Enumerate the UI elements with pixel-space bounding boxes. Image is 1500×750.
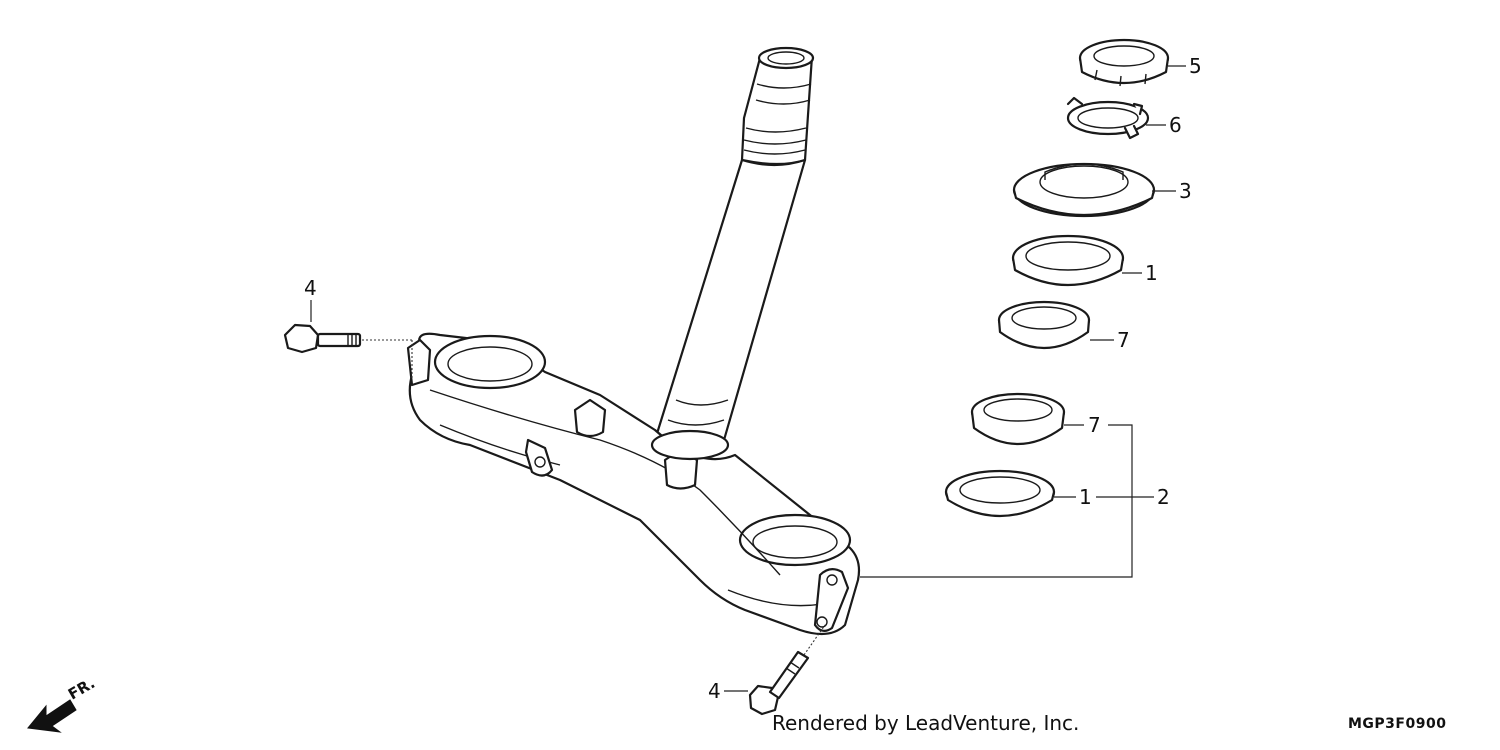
leader-lines bbox=[310, 65, 1186, 692]
callout-7-upper: 7 bbox=[1117, 328, 1130, 352]
ball-bearing-upper[interactable] bbox=[997, 300, 1091, 349]
front-direction-arrow: FR. bbox=[27, 674, 98, 733]
bottom-bridge[interactable] bbox=[406, 332, 861, 636]
callout-3: 3 bbox=[1179, 179, 1192, 203]
pinch-bolt-upper[interactable] bbox=[283, 323, 413, 380]
bearing-race-lower[interactable] bbox=[944, 469, 1056, 517]
dust-seal[interactable] bbox=[1012, 162, 1156, 218]
callout-2: 2 bbox=[1157, 485, 1170, 509]
pinch-bolt-lower[interactable] bbox=[748, 624, 826, 716]
callout-6: 6 bbox=[1169, 113, 1182, 137]
diagram-code: MGP3F0900 bbox=[1348, 716, 1447, 732]
credit-text: Rendered by LeadVenture, Inc. bbox=[772, 711, 1080, 735]
callout-1-lower: 1 bbox=[1079, 485, 1092, 509]
steering-stem[interactable] bbox=[653, 46, 815, 448]
callout-5: 5 bbox=[1189, 54, 1202, 78]
lock-washer[interactable] bbox=[1066, 96, 1150, 140]
callout-4-lower: 4 bbox=[708, 679, 721, 703]
callout-7-lower: 7 bbox=[1088, 413, 1101, 437]
callout-4-upper: 4 bbox=[304, 276, 317, 300]
ball-bearing-lower[interactable] bbox=[970, 392, 1066, 445]
callout-1-upper: 1 bbox=[1145, 261, 1158, 285]
front-indicator-label: FR. bbox=[65, 674, 98, 703]
steering-stem-nut[interactable] bbox=[1078, 38, 1170, 87]
bearing-race-upper[interactable] bbox=[1011, 234, 1125, 286]
